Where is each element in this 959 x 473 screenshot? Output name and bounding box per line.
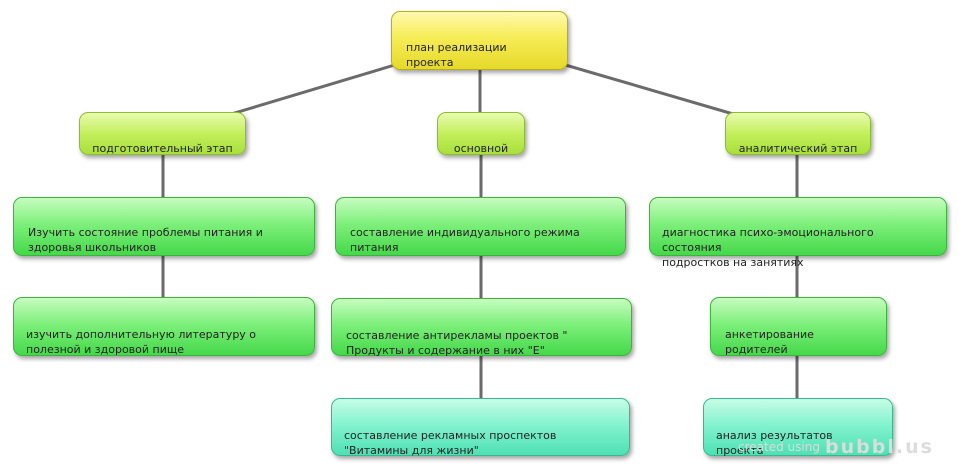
stage-label-analytical: аналитический этап (738, 142, 858, 155)
bubblus-watermark: created using bubbl.us (738, 436, 934, 458)
stage-node-preparatory[interactable]: подготовительный этап (79, 112, 246, 155)
task-node-results-analysis[interactable]: анализ результатов проекта (703, 398, 893, 457)
task-label-parent-survey: анкетирование родителей (725, 328, 814, 356)
task-node-diagnostics[interactable]: диагностика психо-эмоционального состоян… (649, 197, 947, 269)
watermark-brand: bubbl.us (825, 436, 934, 458)
stage-node-main[interactable]: основной (437, 112, 525, 155)
task-node-individual-diet[interactable]: составление индивидуального режима питан… (335, 197, 626, 256)
task-node-advertising-brochures[interactable]: составление рекламных проспектов "Витами… (331, 398, 630, 457)
root-node-label: план реализации проекта (406, 41, 507, 69)
task-label-individual-diet: составление индивидуального режима питан… (350, 226, 580, 254)
root-node-project-plan[interactable]: план реализации проекта (391, 11, 568, 70)
connector-root-analytical (560, 62, 742, 118)
task-label-study-literature: изучить дополнительную литературу о поле… (26, 328, 257, 356)
stage-node-analytical[interactable]: аналитический этап (725, 112, 871, 155)
task-label-diagnostics: диагностика психо-эмоционального состоян… (662, 226, 874, 269)
connector-root-preparatory (216, 62, 400, 120)
task-node-parent-survey[interactable]: анкетирование родителей (710, 297, 887, 356)
watermark-prefix: created using (738, 440, 820, 454)
task-node-study-nutrition-problem[interactable]: Изучить состояние проблемы питания и здо… (13, 197, 315, 256)
task-label-advertising-brochures: составление рекламных проспектов "Витами… (344, 429, 557, 457)
task-label-study-nutrition-problem: Изучить состояние проблемы питания и здо… (28, 226, 263, 254)
task-label-anti-advertising: составление антирекламы проектов " Проду… (346, 329, 568, 357)
task-node-study-literature[interactable]: изучить дополнительную литературу о поле… (13, 297, 315, 356)
task-node-anti-advertising[interactable]: составление антирекламы проектов " Проду… (331, 298, 632, 357)
stage-label-preparatory: подготовительный этап (92, 142, 233, 155)
stage-label-main: основной (453, 142, 509, 155)
task-label-results-analysis: анализ результатов проекта (716, 429, 833, 457)
